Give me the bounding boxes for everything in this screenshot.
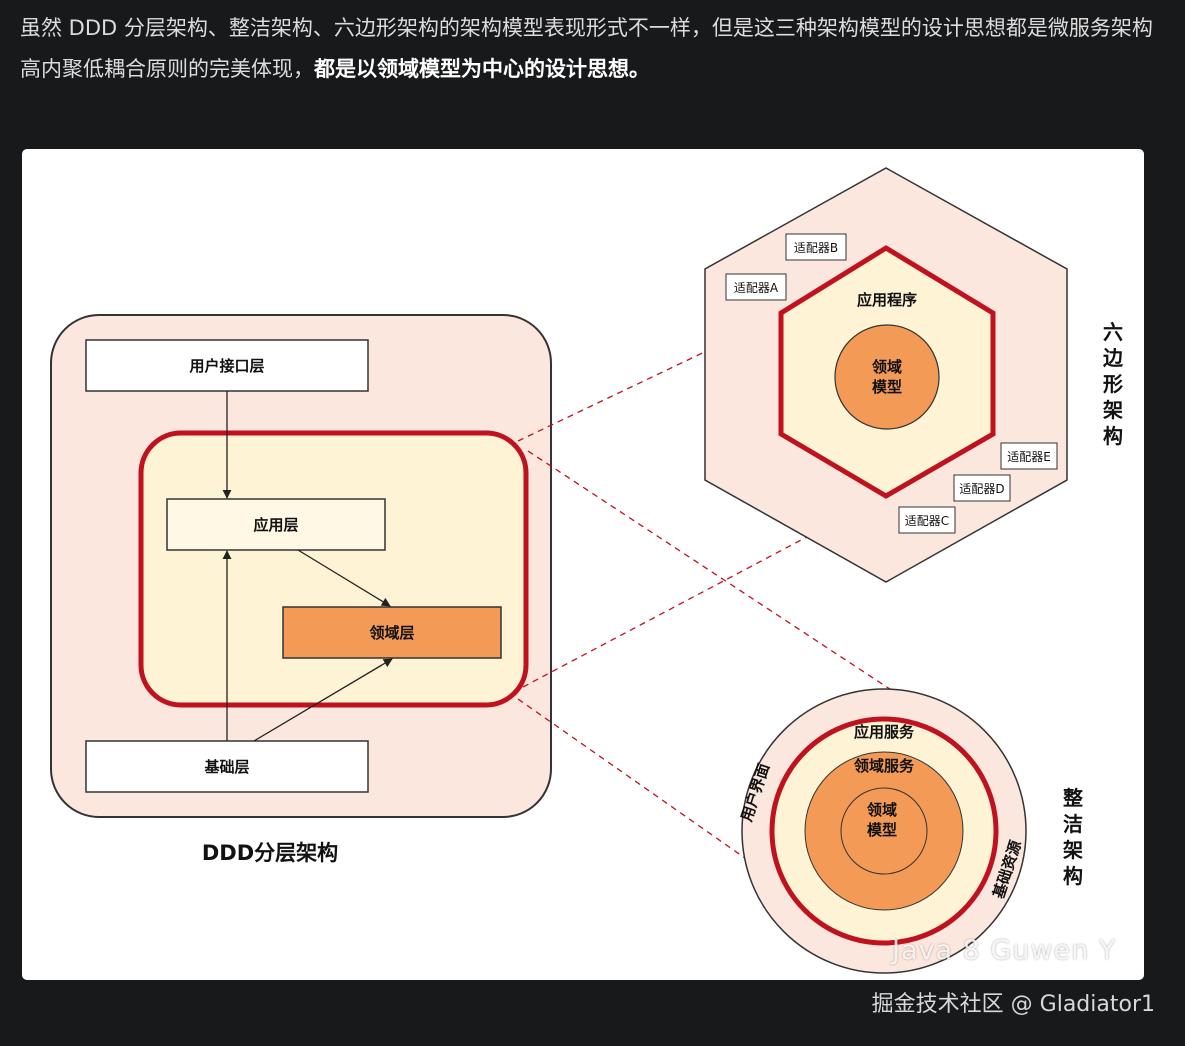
adapter-e-label: 适配器E — [1007, 450, 1051, 464]
application-layer-label: 应用层 — [253, 516, 298, 534]
adapter-b-box — [785, 233, 847, 261]
arrow-app-to-domain — [297, 549, 391, 607]
clean-domain-model-circle — [840, 787, 928, 875]
clean-domain-services-label: 领域服务 — [853, 757, 915, 775]
hex-domain-label-2: 模型 — [872, 378, 902, 396]
infrastructure-layer-box — [85, 740, 369, 793]
clean-title: 整洁架构 — [1062, 786, 1083, 888]
adapter-a-box — [725, 273, 787, 301]
adapter-b-label: 适配器B — [794, 241, 838, 255]
clean-title-text: 整洁架构 — [1062, 786, 1083, 888]
architecture-diagram: 用户接口层 应用层 领域层 基础层 DDD分层架构 应用程序 领域 模型 适配器… — [22, 149, 1144, 980]
intro-text: 虽然 DDD 分层架构、整洁架构、六边形架构的架构模型表现形式不一样，但是这三种… — [20, 16, 1153, 81]
intro-bold-text: 都是以领域模型为中心的设计思想。 — [314, 57, 650, 81]
layered-architecture: 用户接口层 应用层 领域层 基础层 DDD分层架构 — [50, 314, 552, 865]
clean-domain-label-1: 领域 — [866, 801, 897, 819]
layered-title: DDD分层架构 — [202, 841, 338, 865]
layered-domain-highlight — [138, 430, 529, 708]
infrastructure-layer-label: 基础层 — [203, 758, 249, 776]
user-interface-layer-box — [85, 339, 369, 392]
application-layer-box — [166, 498, 386, 551]
hex-domain-model — [834, 324, 940, 430]
adapter-d-box — [953, 474, 1011, 502]
hex-domain-label-1: 领域 — [871, 358, 902, 376]
hexagonal-title: 六边形架构 — [1102, 320, 1124, 448]
adapter-e-box — [1000, 442, 1058, 470]
connector-line-clean-top — [527, 450, 903, 698]
hexagonal-architecture: 应用程序 领域 模型 适配器A 适配器B 适配器C 适配器D 适配器E 六边形架… — [704, 167, 1124, 583]
footer-credit: 掘金技术社区 @ Gladiator1 — [871, 992, 1155, 1017]
adapter-c-box — [898, 506, 956, 534]
watermark: Java 8 Guwen Y — [892, 935, 1117, 966]
arrow-infra-to-domain — [253, 658, 393, 742]
clean-architecture: 应用服务 领域服务 领域 模型 用户界面 基础资源 整洁架构 — [737, 688, 1083, 974]
clean-domain-label-2: 模型 — [867, 821, 897, 839]
hex-application-label: 应用程序 — [857, 291, 917, 309]
connector-line-hex-top — [517, 315, 781, 442]
adapter-d-label: 适配器D — [959, 482, 1004, 496]
domain-layer-box — [282, 606, 502, 659]
hexagonal-title-text: 六边形架构 — [1102, 320, 1124, 448]
domain-layer-label: 领域层 — [368, 624, 414, 642]
adapter-a-label: 适配器A — [734, 281, 779, 295]
adapter-c-label: 适配器C — [905, 514, 949, 528]
clean-app-services-label: 应用服务 — [854, 723, 915, 741]
intro-paragraph: 虽然 DDD 分层架构、整洁架构、六边形架构的架构模型表现形式不一样，但是这三种… — [20, 8, 1160, 90]
user-interface-layer-label: 用户接口层 — [189, 357, 264, 375]
